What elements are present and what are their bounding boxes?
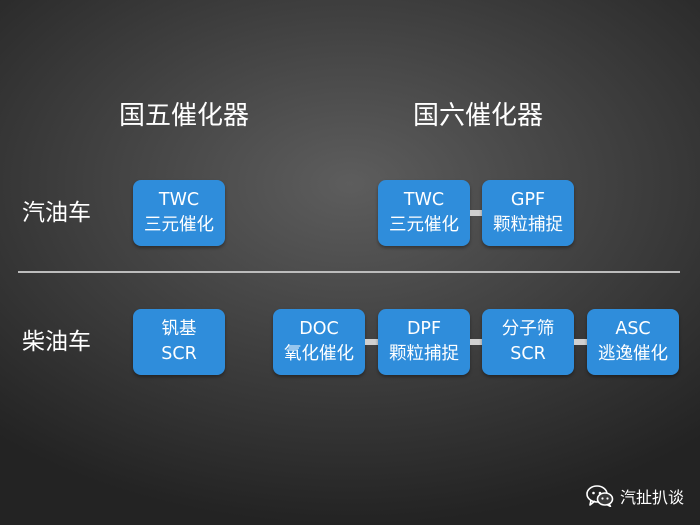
box-gasoline-gb6-gpf: GPF 颗粒捕捉	[482, 180, 574, 246]
box-diesel-gb6-asc: ASC 逃逸催化	[587, 309, 679, 375]
box-line1: GPF	[510, 190, 546, 210]
watermark: 汽扯扒谈	[586, 481, 684, 511]
row-label-diesel: 柴油车	[22, 329, 91, 355]
box-diesel-gb6-scr: 分子筛 SCR	[482, 309, 574, 375]
box-line2: SCR	[510, 344, 546, 364]
connector-scr-asc	[574, 339, 587, 345]
header-gb6: 国六催化器	[412, 101, 543, 131]
box-line2: 三元催化	[389, 215, 459, 235]
box-diesel-gb6-dpf: DPF 颗粒捕捉	[378, 309, 470, 375]
connector-twc-gpf	[470, 210, 482, 216]
box-gasoline-gb5-twc: TWC 三元催化	[133, 180, 225, 246]
row-divider	[18, 271, 680, 273]
box-line2: 逃逸催化	[598, 344, 668, 364]
box-line1: 钒基	[161, 319, 197, 339]
box-diesel-gb5-scr: 钒基 SCR	[133, 309, 225, 375]
box-line1: TWC	[403, 190, 445, 210]
box-line2: 氧化催化	[284, 344, 354, 364]
box-gasoline-gb6-twc: TWC 三元催化	[378, 180, 470, 246]
box-line1: DOC	[299, 319, 339, 339]
row-label-gasoline: 汽油车	[22, 200, 91, 226]
box-line2: 三元催化	[144, 215, 214, 235]
header-gb5: 国五催化器	[118, 101, 249, 131]
connector-doc-dpf	[365, 339, 378, 345]
box-line2: 颗粒捕捉	[389, 344, 459, 364]
box-line1: TWC	[158, 190, 200, 210]
box-line1: 分子筛	[501, 319, 555, 339]
box-line1: DPF	[406, 319, 442, 339]
box-diesel-gb6-doc: DOC 氧化催化	[273, 309, 365, 375]
box-line2: 颗粒捕捉	[493, 215, 563, 235]
box-line1: ASC	[615, 319, 651, 339]
box-line2: SCR	[161, 344, 197, 364]
connector-dpf-scr	[470, 339, 482, 345]
wechat-icon	[586, 485, 614, 507]
watermark-text: 汽扯扒谈	[619, 488, 684, 507]
